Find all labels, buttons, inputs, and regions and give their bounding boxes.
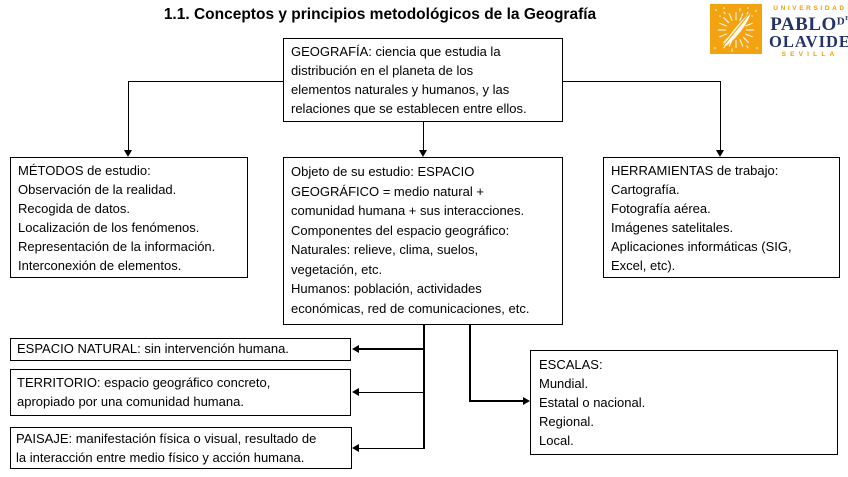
herramientas-box: HERRAMIENTAS de trabajo: Cartografía. Fo… <box>603 157 840 278</box>
upo-sun-icon <box>710 4 762 54</box>
line-geografia-to-metodos-v <box>127 80 129 151</box>
line-geografia-to-herramientas-v <box>719 80 721 151</box>
logo-olavide-label: OLAVIDE <box>769 31 848 51</box>
logo-sevilla-label: SEVILLA <box>781 51 839 58</box>
line-objeto-to-escalas-h <box>469 400 523 402</box>
arrowhead-right-escalas-icon <box>523 397 530 405</box>
arrowhead-down-metodos-icon <box>124 150 132 157</box>
line-geografia-to-herramientas-h <box>563 80 720 82</box>
objeto-espacio-geografico-box: Objeto de su estudio: ESPACIO GEOGRÁFICO… <box>283 157 563 325</box>
arrowhead-down-objeto-icon <box>419 150 427 157</box>
metodos-box: MÉTODOS de estudio: Observación de la re… <box>10 157 248 278</box>
line-objeto-to-left-boxes-v <box>423 325 425 449</box>
arrowhead-left-territorio-icon <box>352 388 359 396</box>
line-objeto-to-escalas-v <box>469 325 471 402</box>
arrowhead-left-espacio-natural-icon <box>352 344 359 353</box>
territorio-box: TERRITORIO: espacio geográfico concreto,… <box>10 369 351 416</box>
line-branch-espacio-natural <box>359 348 425 350</box>
page-title: 1.1. Conceptos y principios metodológico… <box>163 6 597 23</box>
line-geografia-to-objeto-v <box>422 122 424 150</box>
paisaje-box: PAISAJE: manifestación física o visual, … <box>10 427 352 469</box>
arrowhead-left-paisaje-icon <box>352 444 359 452</box>
arrowhead-down-herramientas-icon <box>716 150 724 157</box>
espacio-natural-box: ESPACIO NATURAL: sin intervención humana… <box>10 338 351 361</box>
line-branch-paisaje <box>359 447 425 449</box>
line-geografia-to-metodos-h <box>128 80 283 82</box>
geografia-definition-box: GEOGRAFÍA: ciencia que estudia la distri… <box>283 38 563 122</box>
escalas-box: ESCALAS: Mundial. Estatal o nacional. Re… <box>530 350 838 455</box>
line-branch-territorio <box>359 391 425 393</box>
logo-universidad-label: UNIVERSIDAD <box>773 5 847 12</box>
